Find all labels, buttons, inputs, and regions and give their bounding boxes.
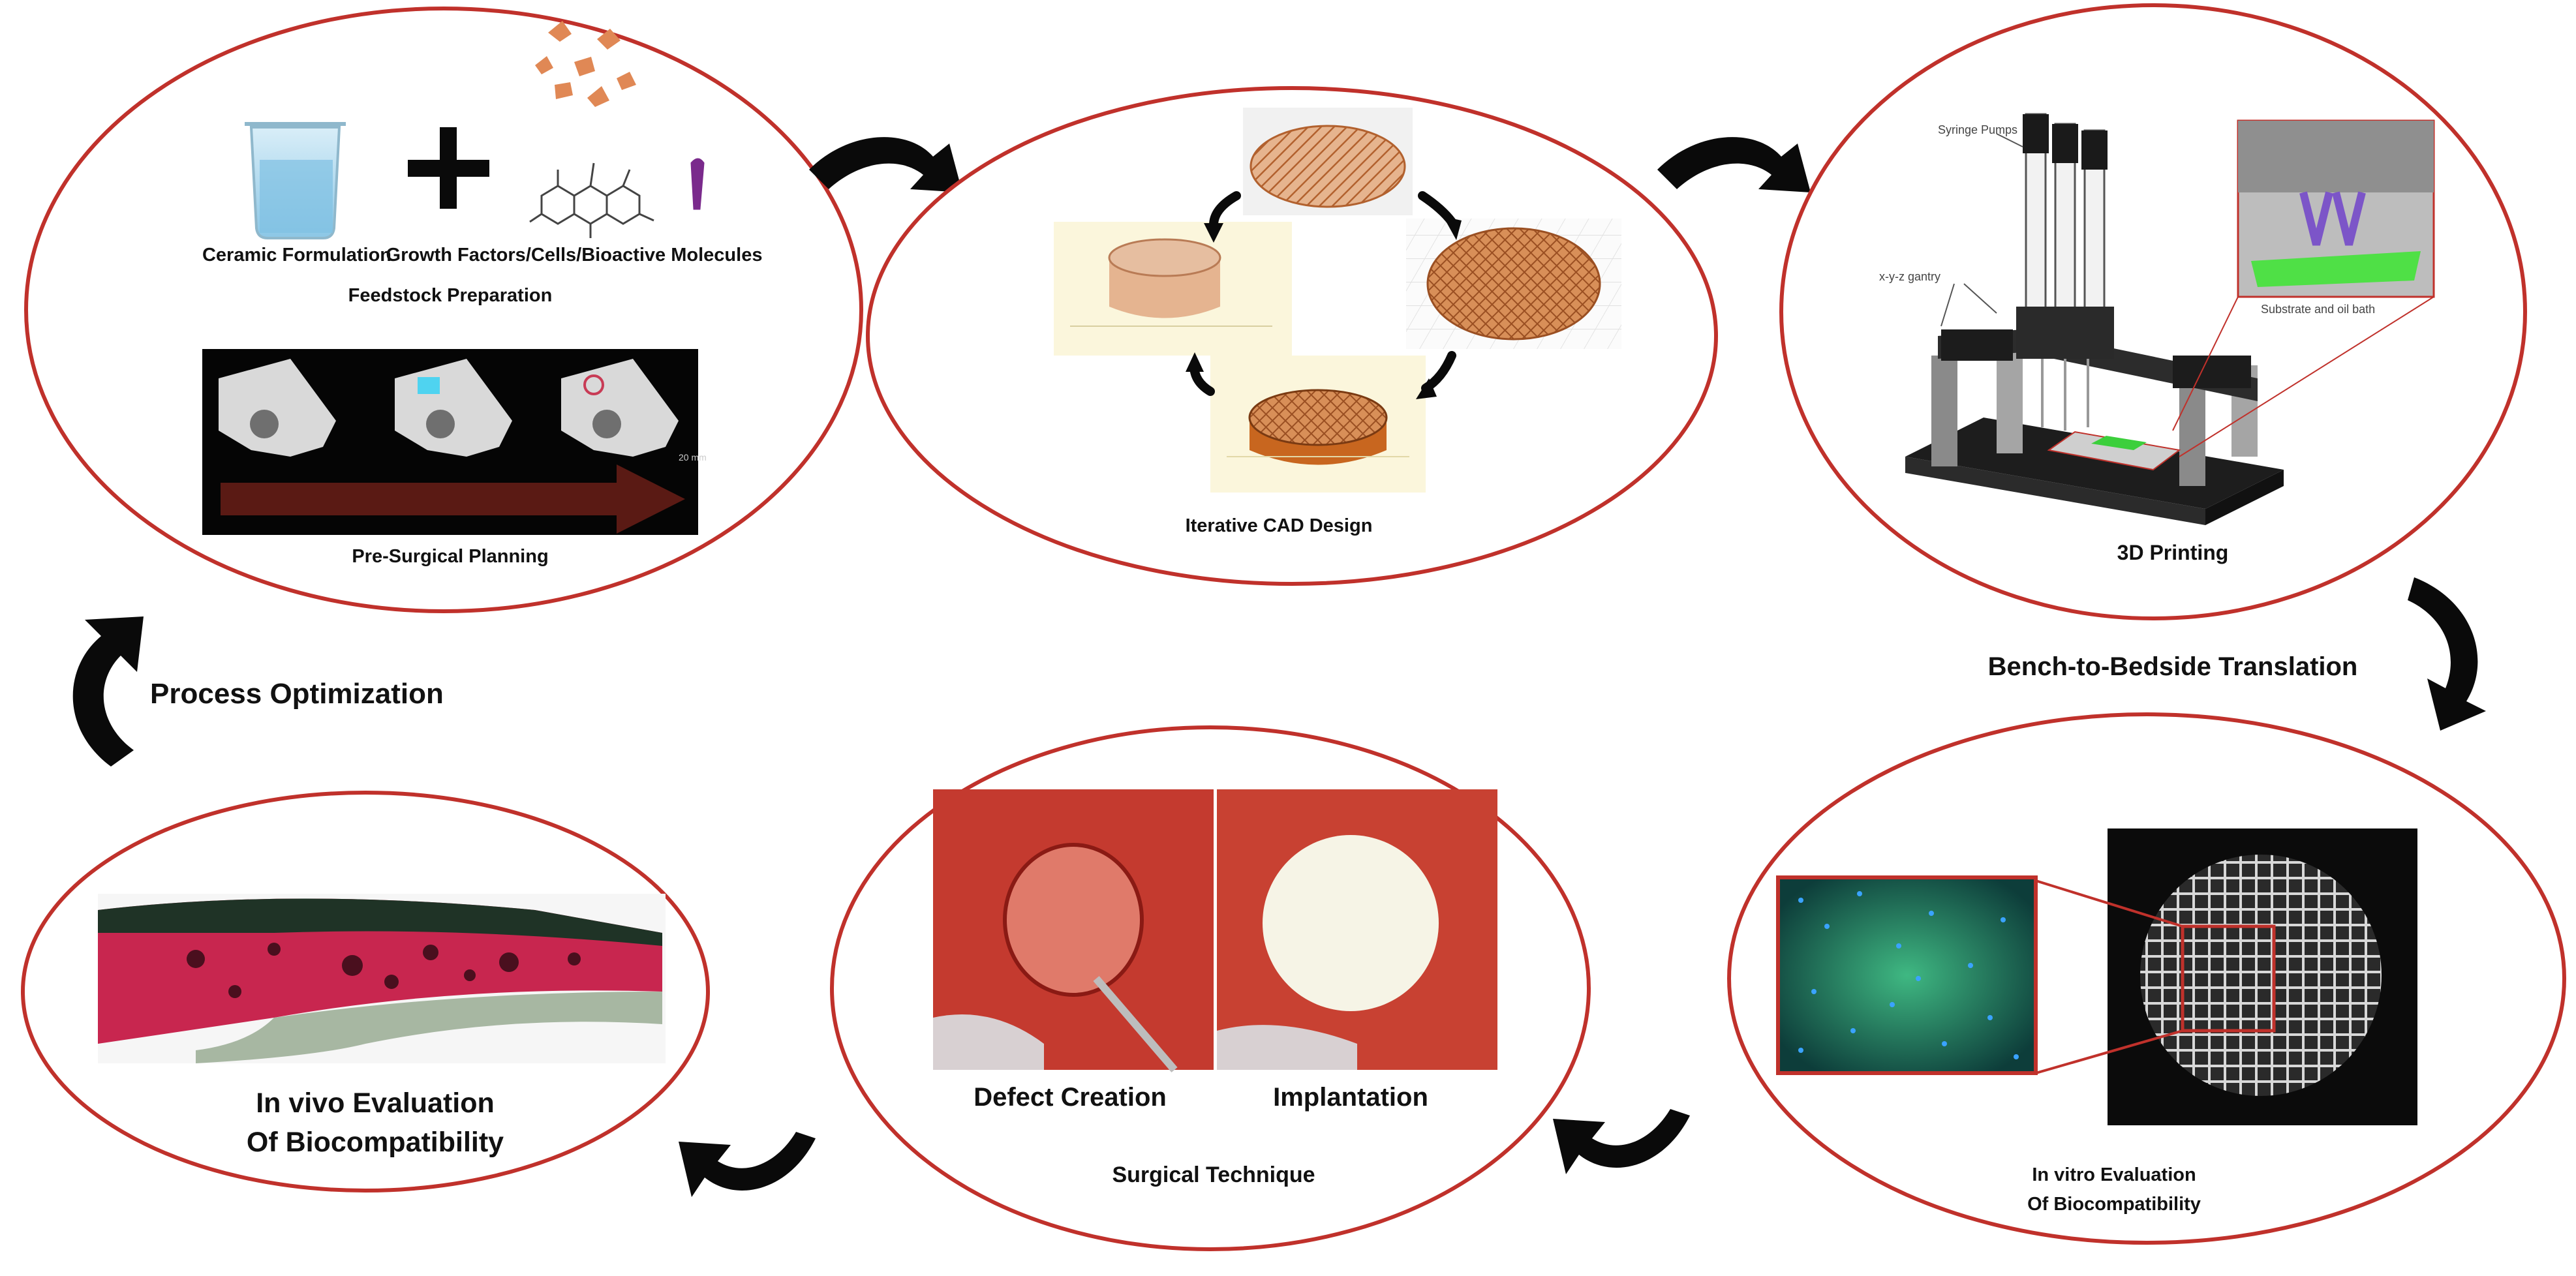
cad-center-box bbox=[1295, 235, 1400, 346]
growth-label: Growth Factors/Cells/Bioactive Molecules bbox=[386, 245, 763, 266]
feedstock-stage: Ceramic Formulation Growth Factors/Cells… bbox=[24, 7, 863, 613]
surgical-stage: Defect Creation Implantation Surgical Te… bbox=[830, 725, 1591, 1251]
substrate-label: Substrate and oil bath bbox=[2261, 303, 2375, 316]
molecule-icon bbox=[529, 158, 705, 238]
scaffold-cad-icon bbox=[1054, 222, 1292, 356]
scaffold-cad-icon bbox=[1210, 356, 1426, 493]
cycle-arrow-icon bbox=[1553, 1109, 1690, 1174]
skull-ct-icon bbox=[395, 359, 512, 457]
cycle-arrow-icon bbox=[72, 616, 144, 767]
skull-ct-icon bbox=[561, 359, 679, 457]
fluorescence-dots bbox=[1798, 891, 2019, 1059]
syringe-label: Syringe Pumps bbox=[1938, 123, 2017, 136]
in-vivo-line2: Of Biocompatibility bbox=[247, 1127, 504, 1158]
skull-ct-icon bbox=[219, 359, 336, 457]
gantry-label: x-y-z gantry bbox=[1879, 270, 1940, 283]
in-vivo-stage: In vivo Evaluation Of Biocompatibility bbox=[21, 791, 710, 1192]
scaffold-cad-icon bbox=[1406, 219, 1621, 349]
plus-icon bbox=[408, 127, 489, 209]
implant-label: Implantation bbox=[1273, 1083, 1428, 1112]
planning-arrow bbox=[221, 464, 685, 534]
cycle-arrow-icon bbox=[1657, 137, 1811, 192]
defect-label: Defect Creation bbox=[974, 1083, 1167, 1112]
cad-caption: Iterative CAD Design bbox=[1186, 515, 1373, 536]
cycle-arrow-icon bbox=[809, 137, 962, 192]
printer-icon bbox=[1905, 113, 2435, 525]
in-vitro-line1: In vitro Evaluation bbox=[2032, 1164, 2196, 1185]
bench-to-bedside-label: Bench-to-Bedside Translation bbox=[1988, 652, 2358, 681]
feedstock-caption: Feedstock Preparation bbox=[348, 285, 553, 306]
in-vitro-line2: Of Biocompatibility bbox=[2027, 1194, 2201, 1215]
planning-panel: 20 mm bbox=[202, 349, 707, 535]
planning-caption: Pre-Surgical Planning bbox=[352, 546, 548, 567]
scaffold-cad-icon bbox=[1243, 108, 1413, 215]
printing-caption: 3D Printing bbox=[2117, 541, 2229, 564]
zoom-box bbox=[2181, 924, 2276, 1033]
cycle-arrow-icon bbox=[679, 1132, 816, 1197]
cells-icon bbox=[535, 21, 636, 107]
cad-stage: Iterative CAD Design bbox=[866, 86, 1718, 586]
in-vitro-stage: In vitro Evaluation Of Biocompatibility bbox=[1727, 712, 2566, 1245]
implant-disc bbox=[1263, 835, 1439, 1011]
beaker-icon bbox=[245, 122, 346, 239]
printed-scaffold bbox=[2140, 855, 2382, 1096]
scale-bar-text: 20 mm bbox=[679, 452, 707, 463]
in-vivo-line1: In vivo Evaluation bbox=[256, 1087, 495, 1119]
fluorescence-image bbox=[1776, 875, 2038, 1075]
printing-ellipse bbox=[1779, 3, 2527, 620]
process-optimization-label: Process Optimization bbox=[150, 678, 444, 710]
histology-image bbox=[98, 894, 666, 1063]
surgical-caption: Surgical Technique bbox=[1112, 1162, 1315, 1187]
ceramic-label: Ceramic Formulation bbox=[202, 245, 391, 266]
printing-stage: Syringe Pumps x-y-z gantry Substrate and… bbox=[1779, 3, 2527, 620]
cycle-arrow-icon bbox=[1186, 217, 1462, 399]
cycle-arrow-icon bbox=[2408, 577, 2486, 731]
